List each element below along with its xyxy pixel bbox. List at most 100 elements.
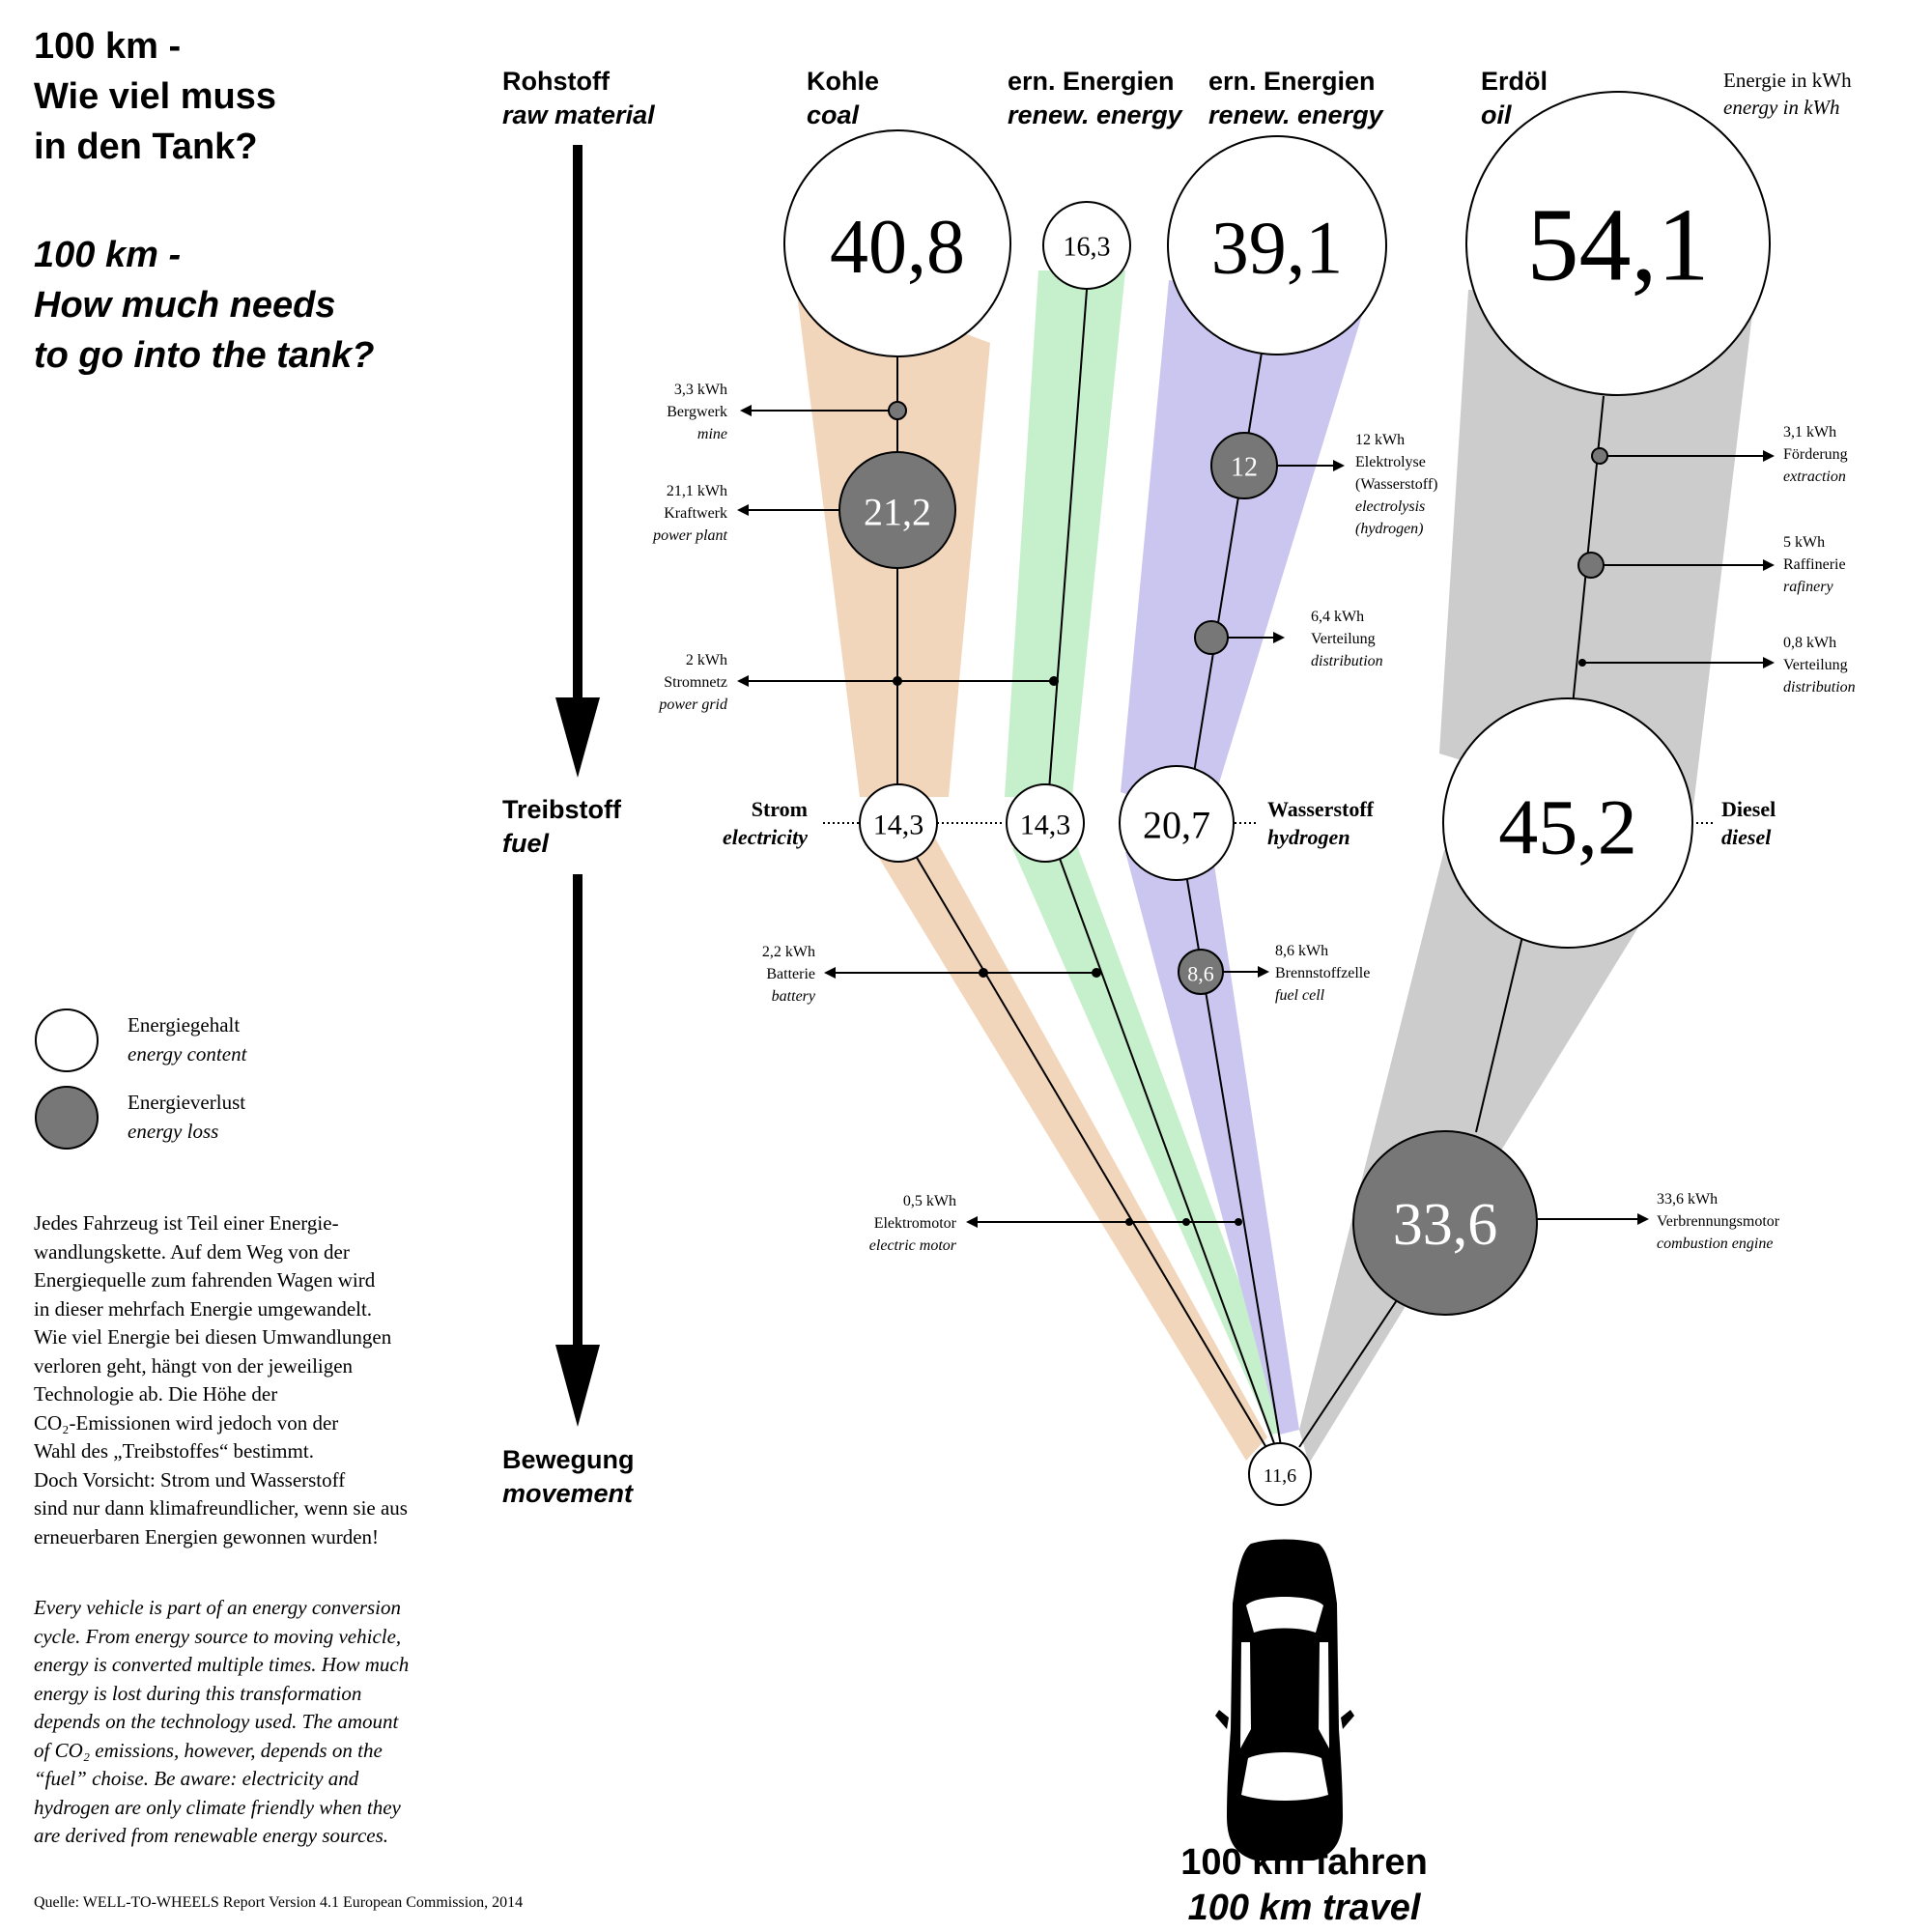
power-grid-loss-label: Stromnetz bbox=[664, 674, 727, 691]
renew-el-raw-value: 16,3 bbox=[1064, 233, 1111, 263]
power-plant-loss-label-en: power plant bbox=[652, 527, 727, 544]
renew-el-band bbox=[1005, 270, 1125, 797]
movement-value: 11,6 bbox=[1264, 1465, 1296, 1487]
renew-h2-raw-value: 39,1 bbox=[1211, 206, 1344, 290]
oil-raw-circle bbox=[1465, 91, 1771, 396]
diesel-value: 45,2 bbox=[1498, 783, 1637, 871]
combustion-engine-loss-circle bbox=[1352, 1130, 1538, 1316]
legend-content-icon bbox=[35, 1009, 99, 1072]
source-coal-label-en: coal bbox=[807, 100, 860, 129]
fuel-cell-loss-value: 8,6 kWh bbox=[1275, 943, 1328, 959]
coal-raw-value: 40,8 bbox=[830, 205, 965, 290]
extraction-loss-value: 3,1 kWh bbox=[1783, 424, 1836, 440]
renew-el-to-car-line bbox=[1058, 855, 1276, 1447]
refinery-loss-node bbox=[1577, 552, 1605, 579]
source-coal-label: Kohle bbox=[807, 67, 879, 96]
electric-motor-loss-label-en: electric motor bbox=[869, 1237, 957, 1254]
electric-motor-loss-label: Elektromotor bbox=[874, 1215, 957, 1232]
mine-loss-label-en: mine bbox=[697, 426, 727, 442]
power-plant-loss-label: Kraftwerk bbox=[664, 505, 727, 522]
combustion-engine-loss-label-en: combustion engine bbox=[1657, 1236, 1773, 1252]
stage-fuel-label-en: fuel bbox=[502, 829, 550, 858]
stage-arrow-lower-head bbox=[555, 1345, 600, 1427]
power-plant-loss-value: 21,1 kWh bbox=[667, 483, 727, 499]
fuel-cell-loss-label-en: fuel cell bbox=[1275, 987, 1325, 1004]
legend-content-label: Energiegehalt energy content bbox=[128, 1013, 247, 1065]
power-plant-loss-circle bbox=[838, 451, 956, 569]
grid-junction-dot bbox=[1049, 676, 1059, 686]
mine-loss-value: 3,3 kWh bbox=[674, 382, 727, 398]
fuel-diesel-label-en: diesel bbox=[1721, 825, 1772, 849]
motor-junction-dot bbox=[1182, 1218, 1190, 1226]
stage-fuel-label: Treibstoff bbox=[502, 795, 622, 824]
power-grid-loss-value: 2 kWh bbox=[686, 652, 727, 668]
fuel-cell-loss-label: Brennstoffzelle bbox=[1275, 965, 1370, 981]
electrolysis-loss-label-en: electrolysis bbox=[1355, 498, 1425, 515]
renew-el-to-car-band bbox=[1012, 833, 1294, 1435]
fuel-hydrogen-label: Wasserstoff bbox=[1267, 797, 1375, 821]
title-german: 100 km - Wie viel muss in den Tank? bbox=[34, 26, 276, 167]
fuel-diesel-label: Diesel bbox=[1721, 797, 1776, 821]
electrolysis-loss-circle bbox=[1210, 432, 1278, 499]
stage-raw-label-en: raw material bbox=[502, 100, 655, 129]
oil-distribution-loss-label-en: distribution bbox=[1783, 679, 1856, 696]
refinery-loss-label-en: rafinery bbox=[1783, 579, 1833, 595]
diesel-to-car-line bbox=[1475, 907, 1530, 1133]
coal-to-car-band bbox=[874, 833, 1267, 1461]
fuel-cell-value: 8,6 bbox=[1187, 962, 1214, 986]
travel-caption: 100 km fahren 100 km travel bbox=[1180, 1842, 1428, 1928]
engine-to-car-line bbox=[1298, 1293, 1402, 1448]
electrolysis-loss-label: Elektrolyse bbox=[1355, 454, 1426, 470]
legend-loss-icon bbox=[35, 1086, 99, 1150]
extraction-loss-node bbox=[1591, 447, 1608, 465]
stage-raw-label: Rohstoff bbox=[502, 67, 611, 96]
fuel-electricity-label-en: electricity bbox=[723, 825, 808, 849]
description-english: Every vehicle is part of an energy conve… bbox=[34, 1596, 410, 1847]
battery-loss-label: Batterie bbox=[766, 966, 815, 982]
battery-junction-dot bbox=[979, 968, 988, 978]
source-renew-h2-label: ern. Energien bbox=[1208, 67, 1376, 96]
extraction-loss-label: Förderung bbox=[1783, 446, 1848, 463]
combustion-engine-loss-label: Verbrennungsmotor bbox=[1657, 1213, 1780, 1230]
title-english: 100 km - How much needs to go into the t… bbox=[34, 235, 375, 376]
car-icon bbox=[1215, 1539, 1354, 1861]
electrolysis-value: 12 bbox=[1231, 453, 1258, 483]
oil-distribution-junction-dot bbox=[1578, 659, 1586, 667]
electricity-renew-value: 14,3 bbox=[1020, 810, 1071, 841]
source-renew-el-label: ern. Energien bbox=[1008, 67, 1175, 96]
battery-loss-value: 2,2 kWh bbox=[762, 944, 815, 960]
unit-note: Energie in kWh bbox=[1723, 69, 1852, 92]
electricity-coal-circle bbox=[859, 783, 938, 863]
coal-raw-circle bbox=[783, 129, 1011, 357]
electrolysis-loss-value: 12 kWh bbox=[1355, 432, 1405, 448]
hydrogen-circle bbox=[1119, 765, 1235, 881]
source-oil-label: Erdöl bbox=[1481, 67, 1548, 96]
refinery-loss-label: Raffinerie bbox=[1783, 556, 1846, 573]
refinery-loss-value: 5 kWh bbox=[1783, 534, 1825, 551]
h2-distribution-loss-label: Verteilung bbox=[1311, 631, 1376, 647]
h2-distribution-loss-node bbox=[1194, 620, 1229, 655]
source-note: Quelle: WELL-TO-WHEELS Report Version 4.… bbox=[34, 1894, 524, 1911]
extraction-loss-label-en: extraction bbox=[1783, 469, 1846, 485]
combustion-engine-loss-value: 33,6 kWh bbox=[1657, 1191, 1718, 1208]
power-grid-loss-label-en: power grid bbox=[658, 696, 728, 713]
unit-note-en: energy in kWh bbox=[1723, 96, 1840, 119]
movement-circle bbox=[1248, 1442, 1312, 1506]
renew-el-raw-circle bbox=[1042, 201, 1131, 290]
hydrogen-value: 20,7 bbox=[1143, 804, 1210, 847]
mine-loss-label: Bergwerk bbox=[667, 404, 727, 420]
fuel-cell-loss-circle bbox=[1178, 949, 1224, 995]
fuel-hydrogen-label-en: hydrogen bbox=[1267, 825, 1350, 849]
coal-el-to-car-line bbox=[915, 855, 1266, 1447]
power-plant-value: 21,2 bbox=[864, 491, 931, 534]
combustion-engine-value: 33,6 bbox=[1393, 1192, 1498, 1258]
electrolysis-loss-label-en-2: (hydrogen) bbox=[1355, 521, 1424, 537]
battery-loss-label-en: battery bbox=[772, 988, 816, 1005]
h2-distribution-loss-value: 6,4 kWh bbox=[1311, 609, 1364, 625]
h2-distribution-loss-label-en: distribution bbox=[1311, 653, 1383, 669]
renew-el-flow-line bbox=[1048, 289, 1088, 791]
grid-junction-dot bbox=[893, 676, 902, 686]
source-renew-el-label-en: renew. energy bbox=[1008, 100, 1184, 129]
stage-move-label: Bewegung bbox=[502, 1445, 635, 1474]
